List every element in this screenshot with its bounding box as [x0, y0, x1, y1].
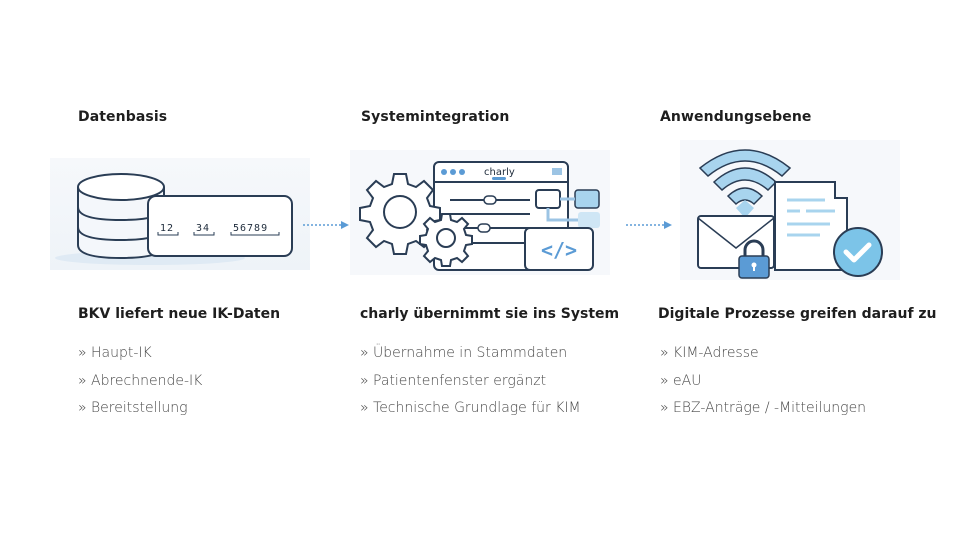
- column-heading: Anwendungsebene: [660, 109, 812, 125]
- ik-part-3: 56789: [233, 223, 268, 234]
- column-heading: Systemintegration: [361, 109, 510, 125]
- bullet-item: » EBZ-Anträge / -Mitteilungen: [660, 400, 867, 416]
- column-subtitle: charly übernimmt sie ins System: [360, 306, 620, 322]
- column-subtitle: Digitale Prozesse greifen darauf zu: [658, 306, 937, 322]
- svg-text:</>: </>: [541, 238, 577, 262]
- bullet-item: » Bereitstellung: [78, 400, 188, 416]
- bullet-item: » Technische Grundlage für KIM: [360, 400, 581, 416]
- bullet-item: » KIM-Adresse: [660, 345, 759, 361]
- bullet-item: » Übernahme in Stammdaten: [360, 345, 568, 361]
- database-icon: 12 34 56789: [50, 158, 310, 270]
- bullet-list: » Haupt-IK » Abrechnende-IK » Bereitstel…: [78, 343, 202, 426]
- bullet-list: » KIM-Adresse » eAU » EBZ-Anträge / -Mit…: [660, 343, 866, 426]
- bullet-item: » Patientenfenster ergänzt: [360, 372, 547, 389]
- bullet-item: » eAU: [660, 372, 702, 389]
- flow-arrow-icon: [303, 221, 349, 229]
- bullet-item: » Abrechnende-IK: [78, 372, 203, 389]
- secure-mail-document-icon: [680, 140, 900, 280]
- bullet-list: » Übernahme in Stammdaten » Patientenfen…: [360, 343, 581, 426]
- flow-arrow-icon: [626, 221, 672, 229]
- ik-part-1: 12: [160, 223, 174, 234]
- ik-part-2: 34: [196, 223, 210, 234]
- gears-window-icon: charly </>: [350, 150, 610, 275]
- column-subtitle: BKV liefert neue IK-Daten: [78, 306, 281, 322]
- bullet-item: » Haupt-IK: [78, 345, 152, 361]
- window-title: charly: [484, 167, 515, 178]
- column-heading: Datenbasis: [78, 109, 168, 125]
